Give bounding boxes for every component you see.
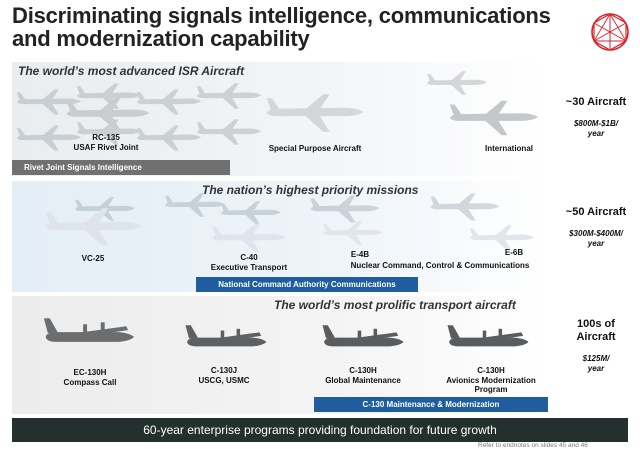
c130j-label: C-130J USCG, USMC (198, 366, 250, 385)
rc135-label: RC-135 USAF Rivet Joint (73, 133, 139, 152)
vc25-aircraft-icon (40, 206, 148, 248)
c130j-aircraft-icon (182, 320, 270, 364)
rivet-joint-program-tag: Rivet Joint Signals Intelligence (12, 160, 230, 175)
endnote-reference: Refer to endnotes on slides 45 and 46 (478, 442, 588, 449)
e4b-aircraft-icon (320, 220, 386, 246)
ec130h-aircraft-icon (40, 312, 138, 362)
ghost-aircraft-icon (420, 192, 510, 222)
ec130h-label: EC-130H Compass Call (63, 368, 117, 387)
vc25-label: VC-25 (81, 254, 105, 263)
c130h-amp-aircraft-icon (442, 320, 534, 364)
isr-annual-cost: $800M-$1B/year (573, 119, 619, 138)
c130h-global-label: C-130H Global Maintenance (325, 366, 401, 385)
slide-title-line2: and modernization capability (12, 26, 310, 51)
ghost-aircraft-icon (420, 70, 494, 96)
transport-section-header: The world’s most prolific transport airc… (274, 298, 516, 312)
priority-annual-cost: $300M-$400M/year (569, 229, 623, 248)
international-label: International (484, 144, 533, 153)
isr-section-header: The world’s most advanced ISR Aircraft (18, 64, 245, 78)
rc135-aircraft-icon (60, 96, 156, 132)
c130-modernization-program-tag: C-130 Maintenance & Modernization (314, 397, 548, 412)
e4b-label: E-4B (350, 250, 370, 259)
nca-communications-program-tag: National Command Authority Communication… (196, 277, 418, 292)
company-logo-icon (591, 13, 629, 51)
c40-label: C-40 Executive Transport (210, 253, 288, 272)
nc3-group-label: Nuclear Command, Control & Communication… (350, 261, 530, 270)
c130h-amp-label: C-130H Avionics Modernization Program (446, 366, 536, 394)
footer-banner: 60-year enterprise programs providing fo… (12, 418, 628, 442)
transport-annual-cost: $125M/year (582, 354, 610, 373)
e6b-label: E-6B (504, 248, 524, 257)
international-aircraft-icon (446, 98, 542, 138)
special-purpose-aircraft-icon (262, 92, 368, 134)
priority-missions-header: The nation’s highest priority missions (202, 183, 419, 197)
transport-section (12, 296, 548, 414)
priority-aircraft-count: ~50 Aircraft (565, 206, 627, 218)
priority-missions-summary: ~50 Aircraft $300M-$400M/year (556, 206, 636, 249)
slide-title-line1: Discriminating signals intelligence, com… (12, 3, 551, 28)
isr-aircraft-count: ~30 Aircraft (565, 96, 627, 108)
c130h-global-aircraft-icon (318, 320, 408, 364)
special-purpose-label: Special Purpose Aircraft (268, 144, 362, 153)
c40-aircraft-icon (206, 222, 292, 254)
slide-title: Discriminating signals intelligence, com… (12, 4, 572, 50)
isr-summary: ~30 Aircraft $800M-$1B/year (556, 96, 636, 139)
